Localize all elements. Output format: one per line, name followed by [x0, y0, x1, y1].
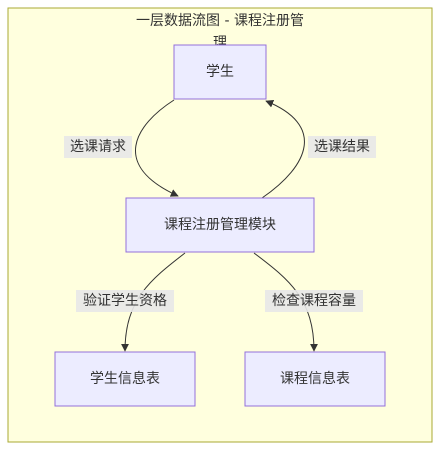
subgraph-title-line1: 一层数据流图 - 课程注册管	[136, 13, 304, 29]
nodes: 学生 课程注册管理模块 学生信息表 课程信息表	[54, 44, 386, 407]
node-student-info-box[interactable]	[54, 351, 196, 407]
edge-label-request: 选课请求	[64, 136, 132, 158]
edge-label-request-text: 选课请求	[70, 139, 126, 155]
edge-label-check-bg	[265, 290, 363, 312]
edge-label-check-text: 检查课程容量	[272, 292, 356, 309]
node-module[interactable]: 课程注册管理模块	[125, 197, 315, 253]
node-module-label: 课程注册管理模块	[164, 217, 276, 233]
node-course-info-label: 课程信息表	[280, 370, 350, 387]
edge-request	[135, 99, 179, 197]
node-student-box[interactable]	[173, 44, 267, 100]
node-student[interactable]: 学生	[173, 44, 267, 100]
edge-label-verify-bg	[76, 290, 174, 312]
edge-label-verify-text: 验证学生资格	[83, 293, 167, 309]
edge-label-verify: 验证学生资格	[76, 290, 174, 312]
edge-result	[261, 100, 305, 199]
edge-label-result-bg	[308, 136, 376, 158]
node-course-info-box[interactable]	[244, 351, 386, 407]
node-student-info-label: 学生信息表	[90, 370, 160, 387]
edge-label-result: 选课结果	[308, 136, 376, 158]
edge-label-check: 检查课程容量	[265, 290, 363, 312]
edge-label-request-bg	[64, 136, 132, 158]
edge-labels: 选课请求 选课结果 验证学生资格 检查课程容量	[64, 136, 376, 312]
node-student-info[interactable]: 学生信息表	[54, 351, 196, 407]
node-module-box[interactable]	[125, 197, 315, 253]
node-course-info[interactable]: 课程信息表	[244, 351, 386, 407]
edge-label-result-text: 选课结果	[314, 139, 370, 155]
node-student-label: 学生	[206, 64, 234, 80]
